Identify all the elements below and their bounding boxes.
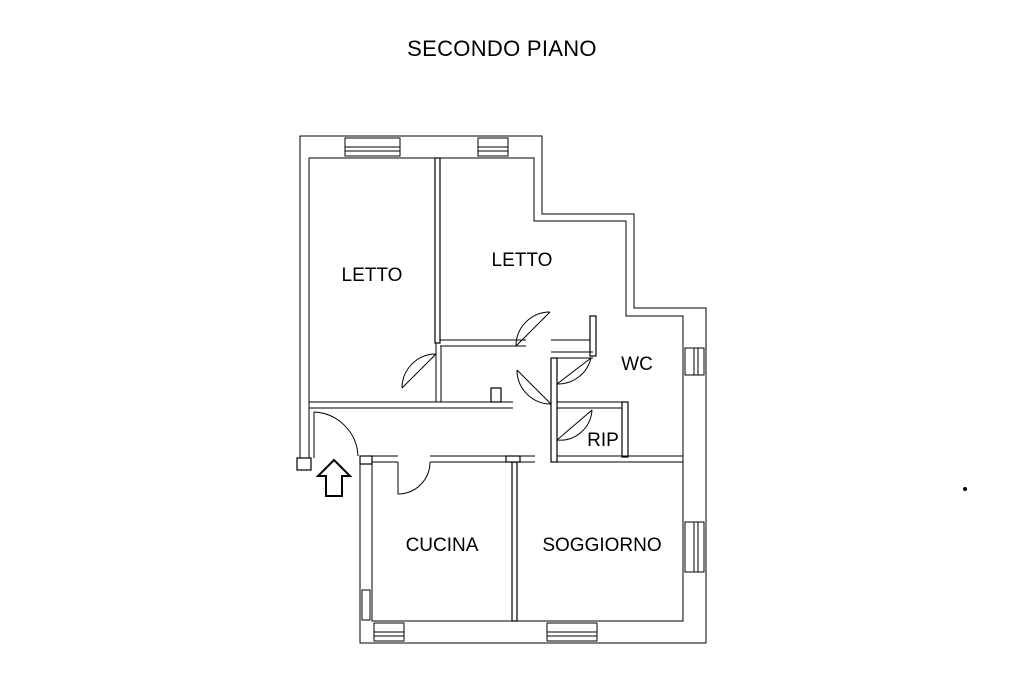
windows — [344, 137, 705, 642]
doors — [313, 311, 593, 495]
exterior-walls — [296, 135, 707, 644]
room-label-wc: WC — [621, 354, 653, 375]
interior-walls — [309, 157, 683, 622]
dot-mark — [963, 487, 967, 491]
up-arrow-icon — [315, 458, 353, 497]
room-label-cucina: CUCINA — [406, 535, 479, 556]
room-label-letto-1: LETTO — [342, 265, 403, 286]
window-cucina-side — [361, 589, 371, 621]
room-label-rip: RIP — [587, 430, 619, 451]
room-label-soggiorno: SOGGIORNO — [542, 535, 661, 556]
plan-title: SECONDO PIANO — [407, 36, 597, 61]
room-label-letto-2: LETTO — [492, 250, 553, 271]
